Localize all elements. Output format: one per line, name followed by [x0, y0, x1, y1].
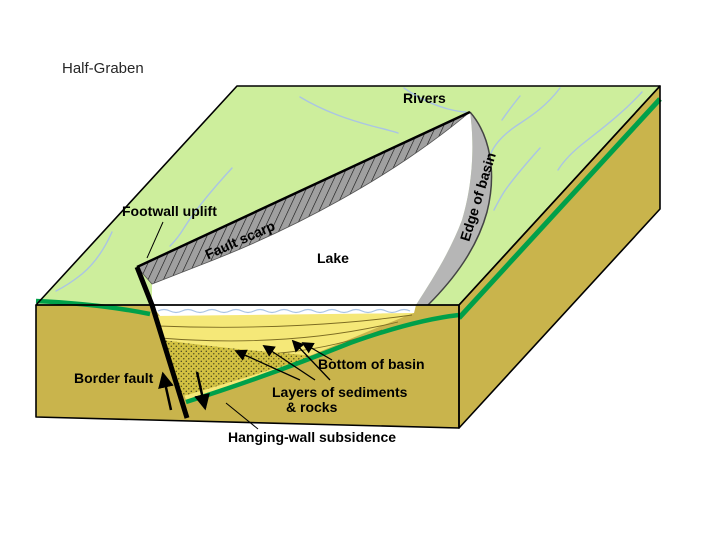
front-face-outline — [35, 304, 460, 429]
label-layers-of-sediments: Layers of sediments & rocks — [272, 385, 407, 415]
label-rivers: Rivers — [403, 90, 446, 106]
fault-trace-line — [136, 110, 471, 269]
bottom-of-basin-arrow — [301, 342, 333, 361]
footwall-up-arrow — [158, 371, 174, 411]
label-lake: Lake — [317, 250, 349, 266]
river-2 — [557, 91, 643, 171]
label-bottom-of-basin: Bottom of basin — [318, 356, 425, 372]
hanging-wall-leader-line — [225, 402, 259, 430]
layers-arrow-2 — [262, 345, 316, 381]
sediment-layer-line-2 — [159, 321, 399, 342]
label-footwall-uplift: Footwall uplift — [122, 203, 217, 219]
basin-bottom-line — [185, 312, 460, 405]
hanging-wall-down-arrow — [194, 371, 210, 411]
river-8 — [501, 95, 521, 121]
right-face-stratum-line — [457, 97, 662, 320]
layers-arrow-1 — [234, 349, 301, 381]
river-3 — [403, 87, 467, 113]
footwall-uplift-leader-line — [146, 221, 164, 259]
river-7 — [493, 147, 541, 211]
river-1 — [490, 87, 561, 154]
basin-edge-curve — [427, 111, 493, 306]
sediment-layer-line-1 — [157, 314, 413, 328]
basin-edge-slope — [416, 112, 492, 305]
label-layers-line1: Layers of sediments — [272, 384, 408, 400]
footwall-stratum-line — [35, 298, 151, 317]
fault-scarp-face — [136, 111, 471, 285]
river-5 — [169, 167, 233, 247]
layers-arrow-3 — [291, 339, 331, 381]
label-layers-line2: & rocks — [286, 399, 338, 415]
slide-title: Half-Graben — [62, 60, 144, 77]
label-border-fault: Border fault — [74, 370, 154, 386]
water-line — [157, 308, 411, 314]
label-hanging-wall-subsidence: Hanging-wall subsidence — [228, 429, 397, 445]
river-4 — [299, 96, 399, 134]
right-face — [459, 86, 660, 428]
river-6 — [55, 231, 113, 292]
lake-surface — [152, 112, 473, 305]
